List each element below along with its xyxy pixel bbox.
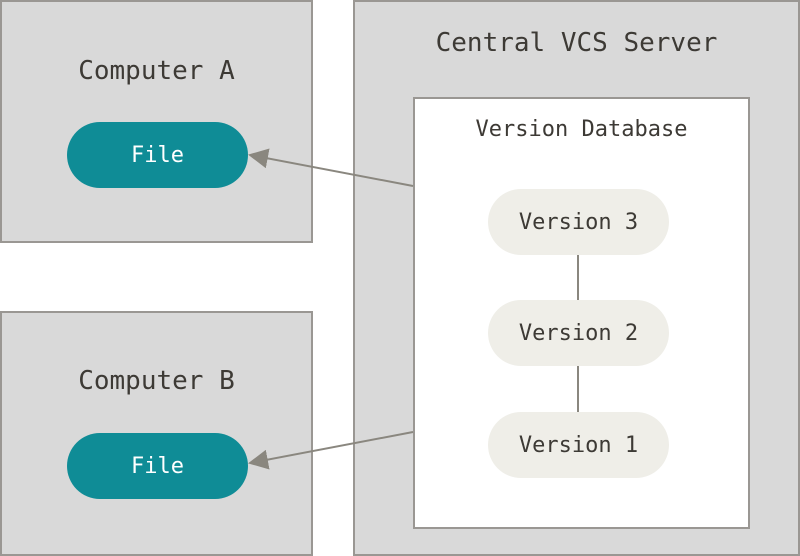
- computer-a-file: File: [67, 122, 248, 188]
- version-database-title: Version Database: [475, 117, 688, 142]
- computer-a-panel: [0, 0, 313, 243]
- version-1-node: Version 1: [488, 412, 669, 478]
- computer-b-title: Computer B: [78, 366, 235, 396]
- computer-b-file: File: [67, 433, 248, 499]
- central-server-title: Central VCS Server: [435, 28, 718, 58]
- version-3-node: Version 3: [488, 189, 669, 255]
- computer-a-title: Computer A: [78, 56, 235, 86]
- version-2-node: Version 2: [488, 300, 669, 366]
